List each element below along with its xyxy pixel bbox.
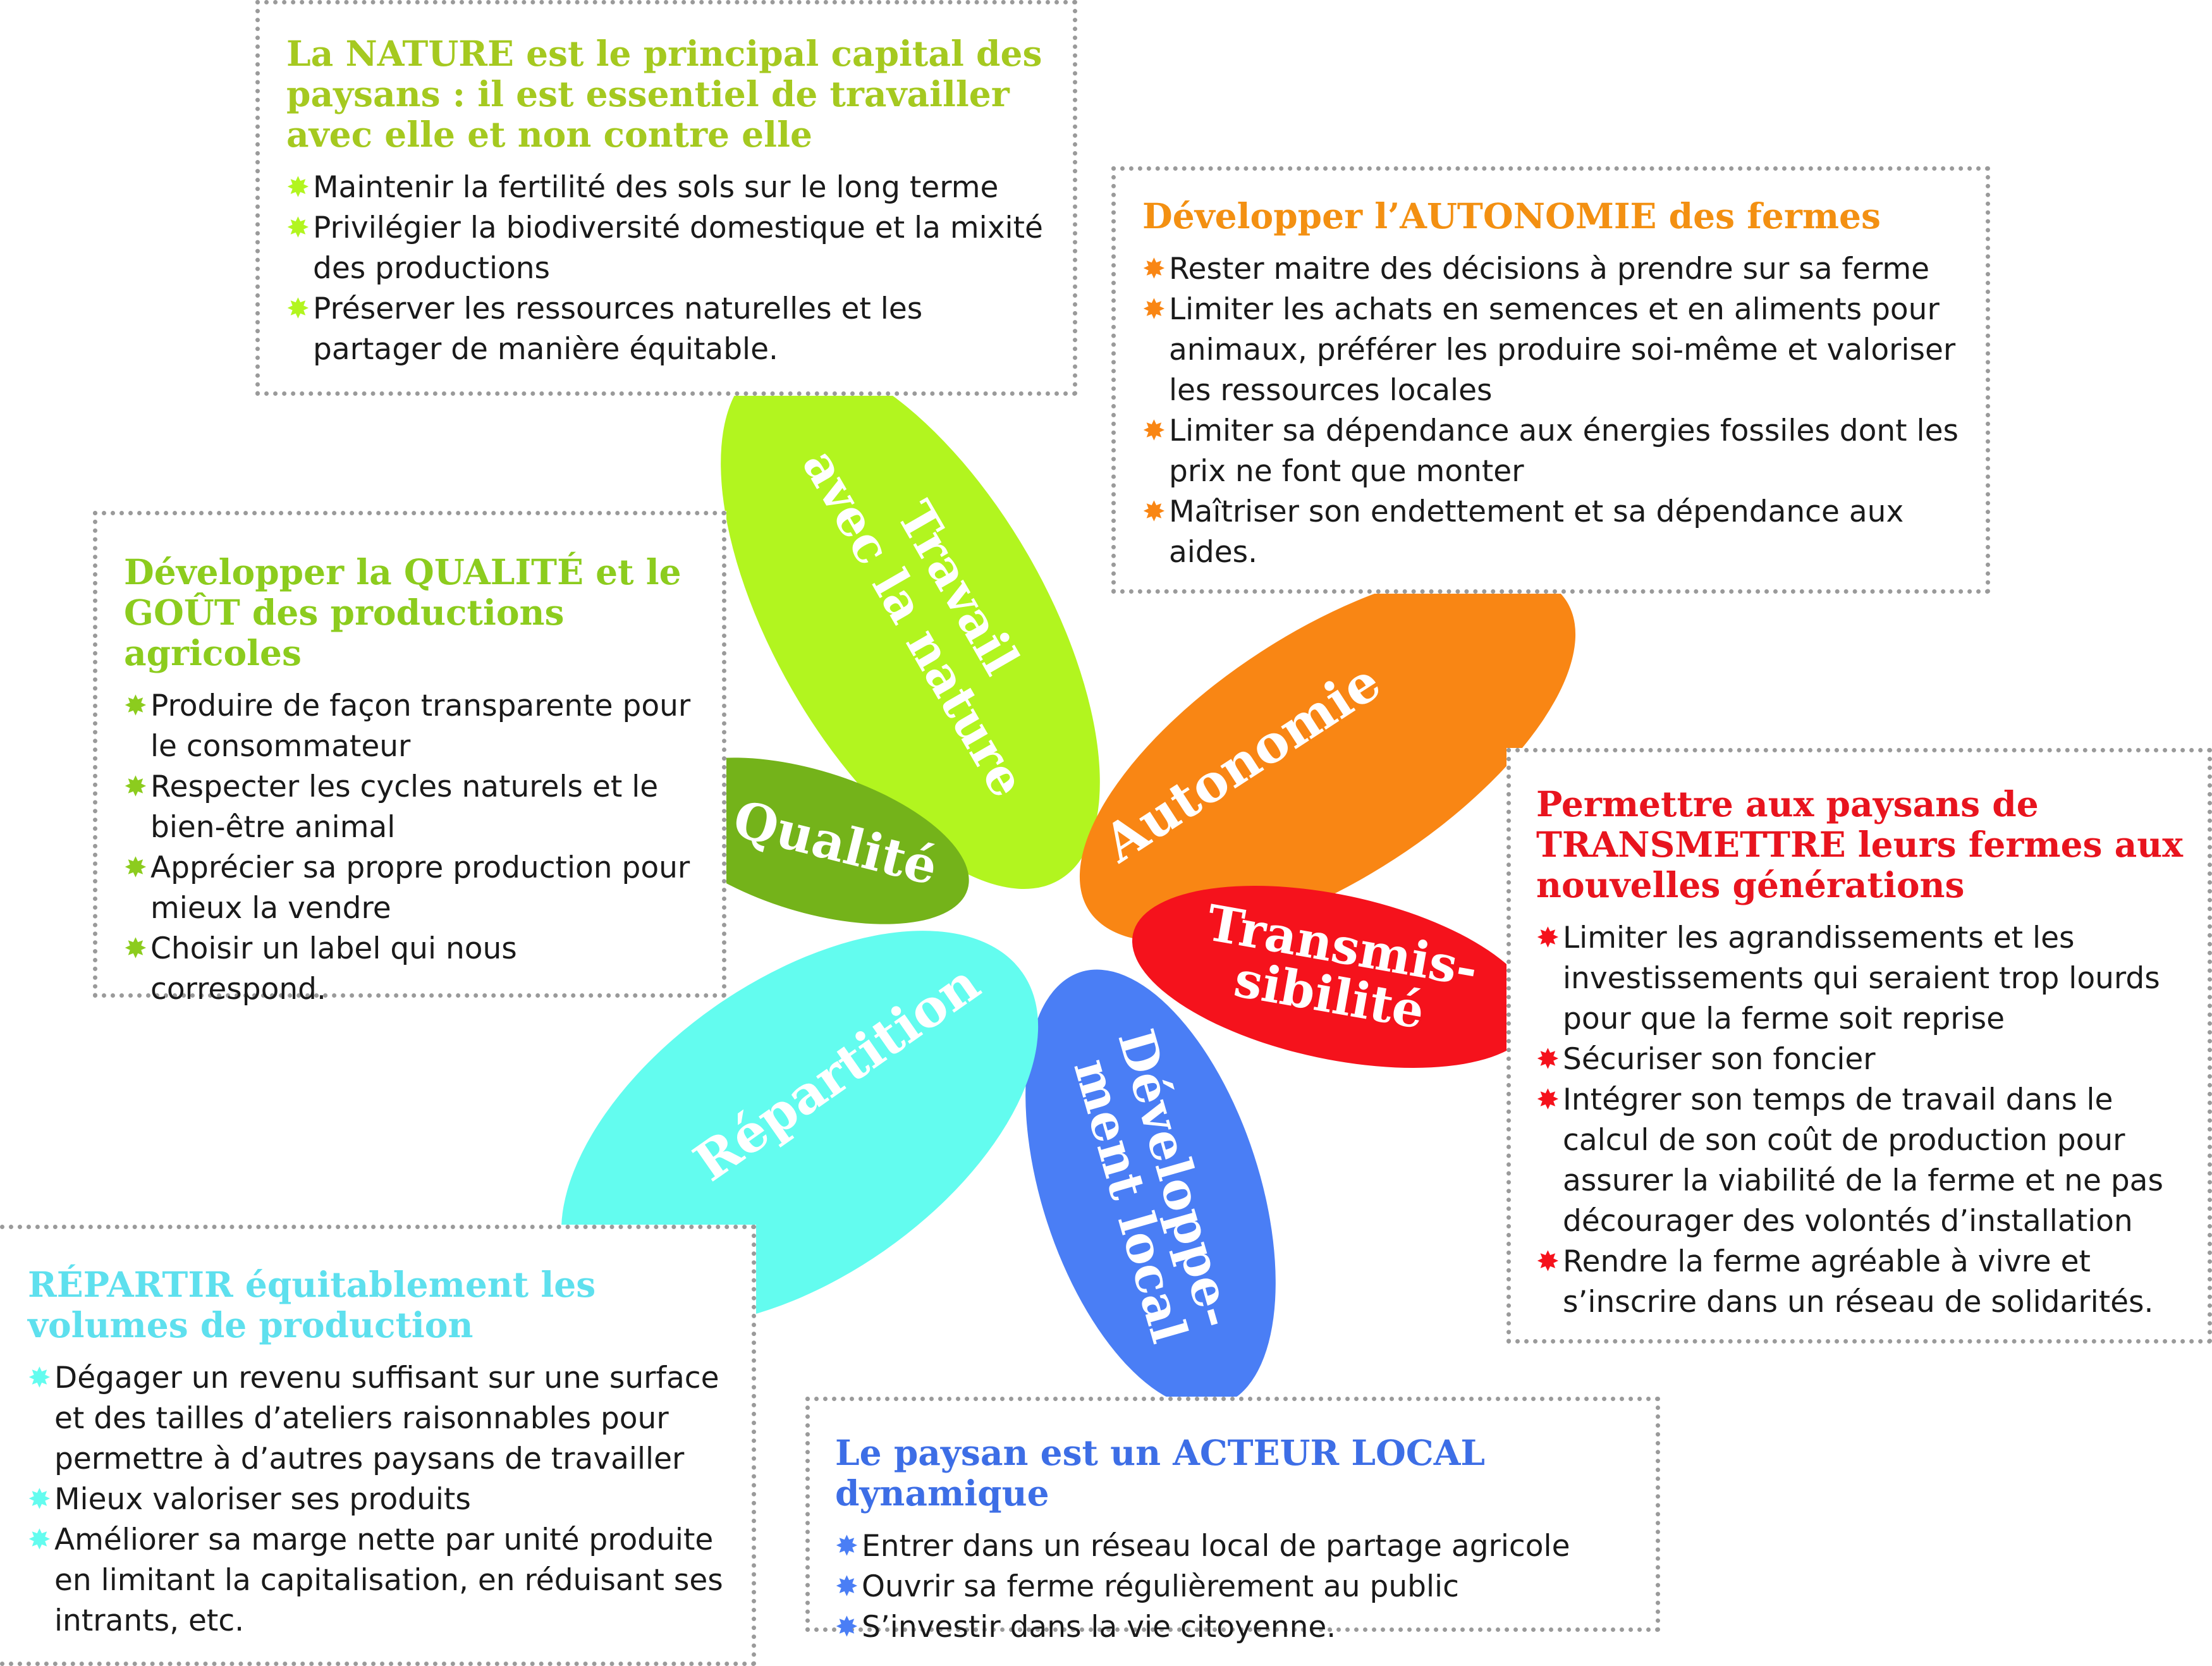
transmission-box: Permettre aux paysans de TRANSMETTRE leu…: [1506, 748, 2212, 1344]
list-item: ✸Ouvrir sa ferme régulièrement au public: [835, 1567, 1637, 1607]
list-item: ✸Rester maitre des décisions à prendre s…: [1142, 249, 1960, 290]
box-title: Développer la QUALITÉ et le GOÛT des pro…: [124, 551, 681, 673]
list-item: ✸Sécuriser son foncier: [1536, 1039, 2192, 1080]
nature-box: La NATURE est le principal capital des p…: [255, 0, 1077, 396]
star-burst-icon: ✸: [1536, 1084, 1560, 1116]
list-item: ✸Apprécier sa propre production pour mie…: [124, 848, 699, 929]
star-burst-icon: ✸: [286, 212, 310, 244]
star-burst-icon: ✸: [286, 171, 310, 204]
list-item: ✸Préserver les ressources naturelles et …: [286, 289, 1048, 370]
box-title: Développer l’AUTONOMIE des fermes: [1142, 195, 1881, 236]
star-burst-icon: ✸: [124, 852, 147, 884]
star-burst-icon: ✸: [835, 1611, 859, 1643]
star-burst-icon: ✸: [835, 1530, 859, 1562]
qualite-box: Développer la QUALITÉ et le GOÛT des pro…: [93, 511, 726, 1007]
list-item: ✸Améliorer sa marge nette par unité prod…: [28, 1520, 733, 1641]
list-item: ✸Produire de façon transparente pour le …: [124, 686, 699, 767]
star-burst-icon: ✸: [124, 933, 147, 965]
star-burst-icon: ✸: [28, 1524, 51, 1556]
list-item: ✸Choisir un label qui nous correspond.: [124, 929, 699, 1010]
list-item: ✸Limiter les agrandissements et les inve…: [1536, 918, 2192, 1039]
star-burst-icon: ✸: [28, 1362, 51, 1394]
box-title: RÉPARTIR équitablement les volumes de pr…: [28, 1264, 596, 1345]
list-item: ✸Dégager un revenu suffisant sur une sur…: [28, 1358, 733, 1479]
star-burst-icon: ✸: [1536, 922, 1560, 954]
list-item: ✸Rendre la ferme agréable à vivre et s’i…: [1536, 1242, 2192, 1323]
list-item: ✸Maintenir la fertilité des sols sur le …: [286, 168, 1048, 208]
petal-qualite: Qualité: [649, 757, 969, 924]
star-burst-icon: ✸: [1536, 1043, 1560, 1075]
star-burst-icon: ✸: [1536, 1246, 1560, 1278]
star-burst-icon: ✸: [1142, 293, 1166, 326]
star-burst-icon: ✸: [835, 1571, 859, 1603]
box-title: Permettre aux paysans de TRANSMETTRE leu…: [1536, 783, 2184, 905]
star-burst-icon: ✸: [1142, 415, 1166, 447]
list-item: ✸Mieux valoriser ses produits: [28, 1479, 733, 1520]
list-item: ✸Limiter sa dépendance aux énergies foss…: [1142, 411, 1960, 492]
list-item: ✸S’investir dans la vie citoyenne.: [835, 1607, 1637, 1648]
list-item: ✸Entrer dans un réseau local de partage …: [835, 1526, 1637, 1567]
list-item: ✸Privilégier la biodiversité domestique …: [286, 208, 1048, 289]
star-burst-icon: ✸: [1142, 253, 1166, 285]
list-item: ✸Limiter les achats en semences et en al…: [1142, 290, 1960, 411]
box-title: Le paysan est un ACTEUR LOCAL dynamique: [835, 1432, 1486, 1514]
star-burst-icon: ✸: [124, 771, 147, 803]
star-burst-icon: ✸: [1142, 496, 1166, 528]
box-title: La NATURE est le principal capital des p…: [286, 33, 1042, 155]
star-burst-icon: ✸: [286, 293, 310, 325]
list-item: ✸Maîtriser son endettement et sa dépenda…: [1142, 492, 1960, 573]
local-box: Le paysan est un ACTEUR LOCAL dynamique …: [805, 1397, 1660, 1645]
petal-developpement-local: Développe- ment local: [1025, 969, 1276, 1408]
star-burst-icon: ✸: [28, 1483, 51, 1516]
repartition-box: RÉPARTIR équitablement les volumes de pr…: [0, 1225, 756, 1666]
autonomie-box: Développer l’AUTONOMIE des fermes ✸Reste…: [1111, 166, 1990, 594]
list-item: ✸Respecter les cycles naturels et le bie…: [124, 767, 699, 848]
list-item: ✸Intégrer son temps de travail dans le c…: [1536, 1080, 2192, 1242]
petal-transmission: Transmis- sibilité: [1132, 886, 1536, 1068]
star-burst-icon: ✸: [124, 690, 147, 722]
